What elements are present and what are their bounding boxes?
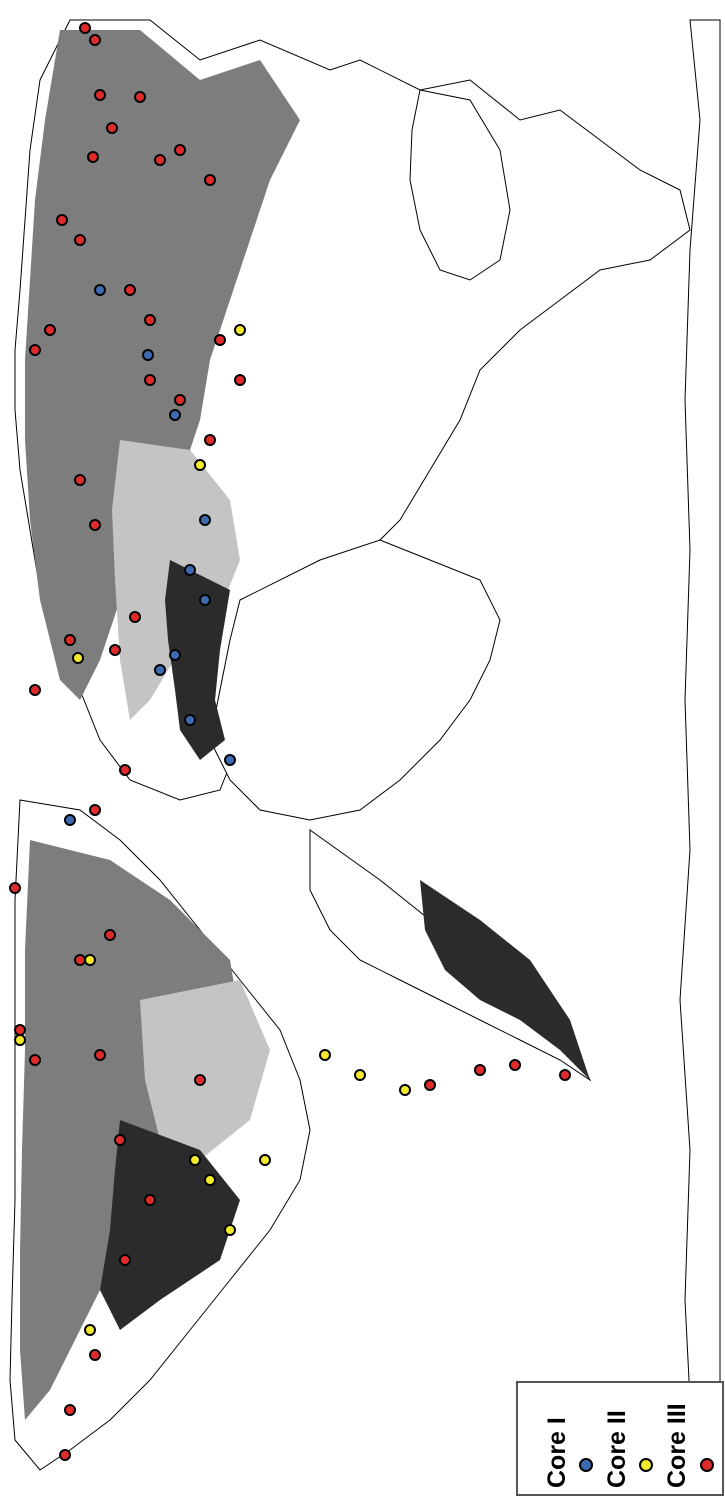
core-i-southamerica-region (420, 880, 590, 1080)
point-core-iii (106, 122, 118, 134)
core-iii-eurasia-region (25, 30, 300, 700)
point-core-iii (174, 144, 186, 156)
point-core-iii (204, 434, 216, 446)
point-core-ii (84, 954, 96, 966)
point-core-iii (144, 314, 156, 326)
legend-item-core-iii: Core III (663, 1403, 691, 1488)
point-core-i (169, 409, 181, 421)
region-shading (20, 30, 590, 1420)
point-core-iii (424, 1079, 436, 1091)
point-core-ii (224, 1224, 236, 1236)
core-i-eurasia-region (165, 560, 230, 760)
point-core-iii (144, 374, 156, 386)
point-core-iii (89, 1349, 101, 1361)
point-core-ii (84, 1324, 96, 1336)
point-core-iii (89, 804, 101, 816)
legend-dot-core-iii (700, 1458, 714, 1472)
core-ii-northamerica-region (140, 980, 270, 1160)
point-core-i (199, 514, 211, 526)
point-core-iii (59, 1449, 71, 1461)
point-core-iii (29, 344, 41, 356)
legend-label-core-ii: Core II (603, 1410, 631, 1488)
point-core-i (199, 594, 211, 606)
point-core-iii (134, 91, 146, 103)
legend: Core I Core II Core III (516, 1381, 724, 1496)
point-core-i (224, 754, 236, 766)
point-core-iii (204, 174, 216, 186)
point-core-iii (119, 1254, 131, 1266)
point-core-iii (64, 1404, 76, 1416)
point-core-ii (259, 1154, 271, 1166)
point-core-i (169, 649, 181, 661)
point-core-i (184, 564, 196, 576)
sample-points (9, 22, 571, 1461)
point-core-iii (509, 1059, 521, 1071)
antarctica-outline (679, 19, 721, 1481)
point-core-ii (72, 652, 84, 664)
point-core-iii (214, 334, 226, 346)
point-core-iii (64, 634, 76, 646)
legend-item-core-i: Core I (543, 1417, 571, 1488)
point-core-iii (129, 611, 141, 623)
point-core-iii (89, 34, 101, 46)
point-core-iii (56, 214, 68, 226)
point-core-iii (119, 764, 131, 776)
point-core-ii (189, 1154, 201, 1166)
legend-box (516, 1381, 724, 1496)
point-core-iii (94, 1049, 106, 1061)
australia-outline (409, 89, 511, 281)
point-core-iii (174, 394, 186, 406)
core-i-northamerica-region (100, 1120, 240, 1330)
point-core-ii (14, 1034, 26, 1046)
point-core-ii (204, 1174, 216, 1186)
point-core-iii (74, 474, 86, 486)
point-core-iii (29, 1054, 41, 1066)
point-core-iii (79, 22, 91, 34)
legend-label-core-i: Core I (543, 1417, 571, 1488)
point-core-iii (87, 151, 99, 163)
point-core-iii (104, 929, 116, 941)
point-core-iii (29, 684, 41, 696)
legend-dot-core-i (579, 1458, 593, 1472)
point-core-i (184, 714, 196, 726)
point-core-ii (194, 459, 206, 471)
point-core-i (154, 664, 166, 676)
point-core-i (64, 814, 76, 826)
point-core-ii (319, 1049, 331, 1061)
point-core-iii (194, 1074, 206, 1086)
point-core-i (94, 284, 106, 296)
point-core-iii (9, 882, 21, 894)
point-core-ii (234, 324, 246, 336)
point-core-iii (114, 1134, 126, 1146)
point-core-ii (399, 1084, 411, 1096)
legend-dot-core-ii (639, 1458, 653, 1472)
point-core-ii (354, 1069, 366, 1081)
point-core-iii (94, 89, 106, 101)
point-core-iii (124, 284, 136, 296)
point-core-iii (474, 1064, 486, 1076)
legend-label-core-iii: Core III (663, 1403, 691, 1488)
point-core-iii (154, 154, 166, 166)
point-core-iii (234, 374, 246, 386)
point-core-iii (109, 644, 121, 656)
legend-item-core-ii: Core II (603, 1410, 631, 1488)
point-core-iii (74, 234, 86, 246)
point-core-iii (74, 954, 86, 966)
point-core-i (142, 349, 154, 361)
point-core-iii (14, 1024, 26, 1036)
point-core-iii (559, 1069, 571, 1081)
point-core-iii (44, 324, 56, 336)
point-core-iii (144, 1194, 156, 1206)
point-core-iii (89, 519, 101, 531)
